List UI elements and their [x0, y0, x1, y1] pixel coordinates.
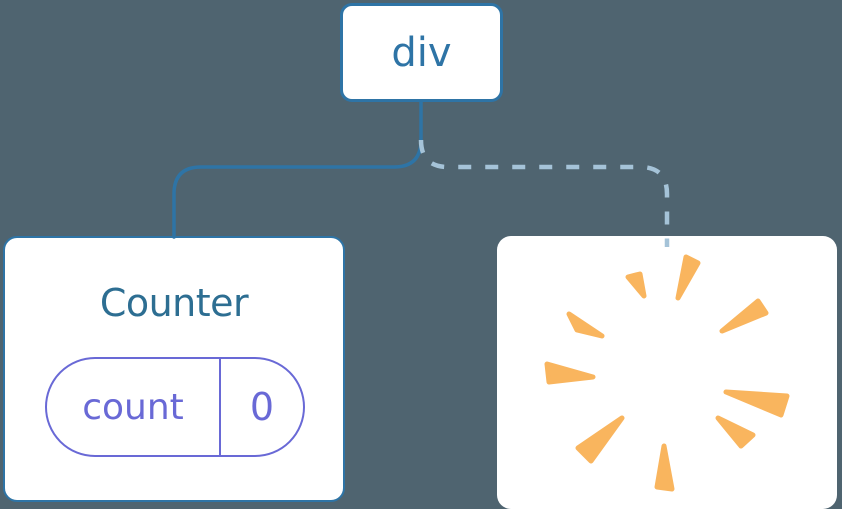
- dashed-connector-line: [418, 139, 670, 247]
- removed-component-card: [497, 236, 837, 509]
- poof-ray: [715, 415, 756, 449]
- tree-node-div: div: [340, 3, 503, 102]
- poof-ray: [675, 254, 701, 301]
- state-key-label: count: [82, 386, 184, 428]
- state-value: 0: [219, 359, 303, 455]
- tree-node-div-label: div: [391, 29, 452, 76]
- poof-ray: [544, 361, 596, 385]
- poof-ray: [575, 415, 625, 464]
- counter-component-title: Counter: [99, 281, 249, 325]
- state-pill: count 0: [45, 357, 305, 457]
- poof-ray: [654, 443, 675, 492]
- poof-ray: [625, 271, 647, 299]
- poof-ray: [566, 311, 605, 339]
- poof-burst-icon: [544, 254, 790, 492]
- poof-ray: [723, 389, 790, 418]
- counter-component-card: Counter count 0: [3, 236, 345, 502]
- poof-ray: [719, 298, 769, 334]
- solid-connector-line: [172, 100, 423, 239]
